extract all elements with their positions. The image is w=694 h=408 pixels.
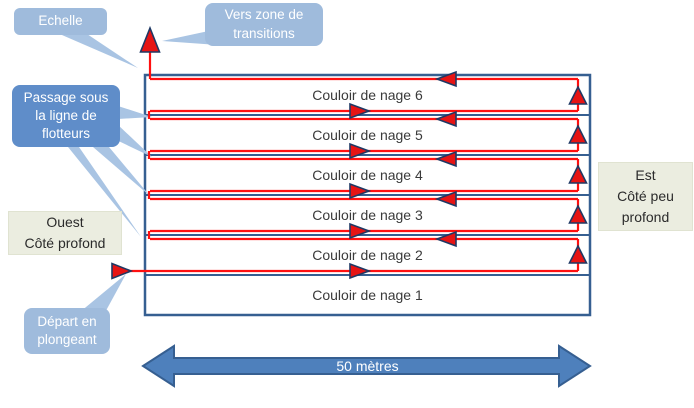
distance-arrow (141, 344, 592, 388)
depart-tail (80, 274, 126, 318)
swim-direction-arrows (111, 25, 588, 280)
east-arrow-icon (349, 182, 372, 200)
lane-label-1: Couloir de nage 1 (312, 287, 423, 303)
east-arrow-icon (349, 142, 372, 160)
label-west-deep-side: Ouest Côté profond (8, 211, 122, 255)
east-arrow-icon (349, 102, 372, 120)
up-arrow-icon (568, 164, 588, 184)
label-east-shallow-side: Est Côté peu profond (598, 162, 693, 231)
lane-label-2: Couloir de nage 2 (312, 247, 423, 263)
east-arrow-icon (349, 222, 372, 240)
passage-tail-1 (118, 106, 152, 119)
passage-tail-4 (68, 147, 141, 237)
exit-arrow-icon (139, 25, 161, 53)
east-arrow-icon (349, 262, 372, 280)
up-arrow-icon (568, 204, 588, 224)
west-arrow-icon (434, 230, 457, 248)
start-arrow-icon (111, 262, 134, 280)
callout-transition-zone: Vers zone de transitions (205, 3, 323, 46)
up-arrow-icon (568, 85, 588, 105)
west-arrow-icon (434, 190, 457, 208)
west-arrow-icon (434, 70, 457, 88)
lane-label-3: Couloir de nage 3 (312, 207, 423, 223)
up-arrow-icon (568, 244, 588, 264)
lane-label-6: Couloir de nage 6 (312, 87, 423, 103)
echelle-tail (55, 32, 138, 68)
lane-separator-lines (145, 114, 590, 276)
callout-passage-float-line: Passage sous la ligne de flotteurs (12, 85, 120, 147)
passage-tail-3 (93, 141, 150, 196)
west-arrow-icon (434, 110, 457, 128)
lane-label-5: Couloir de nage 5 (312, 127, 423, 143)
transition-tail (162, 29, 218, 45)
lane-label-4: Couloir de nage 4 (312, 167, 423, 183)
up-arrow-icon (568, 124, 588, 144)
callout-echelle: Echelle (14, 8, 107, 35)
west-arrow-icon (434, 150, 457, 168)
callout-diving-start: Départ en plongeant (24, 308, 110, 354)
distance-label: 50 mètres (336, 358, 399, 374)
